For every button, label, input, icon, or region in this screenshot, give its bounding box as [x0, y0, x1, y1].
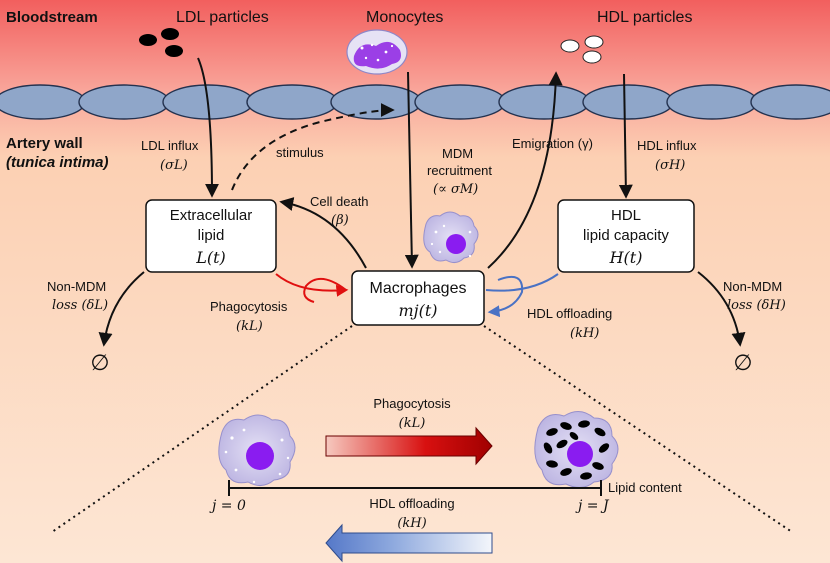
zoom-line-left [51, 325, 353, 533]
inset-phagocytosis-arrow [325, 426, 493, 466]
hdl-influx-label: HDL influx [637, 138, 697, 153]
inset-phagocytosis-symbol: (kL) [399, 416, 426, 431]
hdl-capacity-box [557, 199, 695, 273]
inset-hdl-offloading-symbol: (kH) [397, 516, 426, 531]
hdl-influx-symbol: (σH) [655, 158, 685, 173]
tunica-intima-label: (tunica intima) [6, 154, 109, 171]
ldl-particles-label: LDL particles [176, 9, 269, 26]
empty-set-right: ∅ [733, 350, 752, 375]
macrophages-box-line1: Macrophages [370, 280, 467, 297]
hdl-offloading-arrow [487, 276, 524, 318]
hdl-particles-icon [560, 35, 604, 64]
non-mdm-loss-h-arrow [697, 271, 746, 347]
inset-phagocytosis-label: Phagocytosis [373, 396, 451, 411]
phagocytosis-label: Phagocytosis [210, 299, 288, 314]
macrophages-box [351, 270, 485, 326]
hdl-influx-arrow [618, 73, 633, 199]
mdm-recruitment-symbol: (∝ σM) [433, 182, 478, 197]
non-mdm-h-label: Non-MDM [723, 279, 782, 294]
hdl-offloading-symbol: (kH) [570, 326, 599, 341]
endothelial-layer [0, 84, 830, 120]
cell-death-symbol: (β) [331, 213, 349, 228]
ldl-particles-icon [139, 28, 183, 57]
non-mdm-l-label: Non-MDM [47, 279, 106, 294]
inset-hdl-offloading-label: HDL offloading [369, 496, 454, 511]
hdl-box-line1: HDL [611, 207, 641, 224]
recruited-macrophage-icon [423, 211, 479, 264]
bloodstream-label: Bloodstream [6, 9, 98, 26]
ldl-influx-label: LDL influx [141, 138, 199, 153]
hdl-particles-label: HDL particles [597, 9, 692, 26]
recruitment-label: recruitment [427, 163, 492, 178]
emigration-label: Emigration (γ) [512, 136, 593, 151]
hdl-offloading-label: HDL offloading [527, 306, 612, 321]
lipid-content-label: Lipid content [608, 480, 682, 495]
j-max-label: j = J [575, 498, 610, 514]
ldl-influx-arrow [197, 57, 219, 198]
non-mdm-loss-l-arrow [98, 271, 145, 347]
stimulus-arrow [231, 103, 395, 191]
extracellular-lipid-box [145, 199, 277, 273]
lipid-laden-macrophage-icon [534, 411, 619, 488]
empty-macrophage-icon [218, 414, 296, 486]
ldl-influx-symbol: (σL) [160, 158, 188, 173]
lipid-box-line2: lipid [198, 227, 225, 244]
mdm-label: MDM [442, 146, 473, 161]
j-zero-label: j = 0 [209, 498, 246, 514]
lipid-box-line1: Extracellular [170, 207, 253, 224]
empty-set-left: ∅ [90, 350, 109, 375]
macrophages-box-symbol: mj(t) [398, 301, 437, 320]
phagocytosis-loop [303, 278, 347, 303]
hdl-box-symbol: H(t) [609, 248, 643, 267]
stimulus-label: stimulus [276, 145, 324, 160]
phagocytosis-symbol: (kL) [236, 319, 263, 334]
zoom-line-right [483, 325, 793, 533]
lipid-box-symbol: L(t) [195, 248, 226, 267]
inset-hdl-offloading-arrow [325, 523, 493, 563]
monocytes-label: Monocytes [366, 9, 443, 26]
cell-death-label: Cell death [310, 194, 369, 209]
emigration-arrow [487, 71, 563, 269]
cell-death-arrow [279, 197, 367, 269]
hdl-offloading-curve [485, 273, 559, 292]
non-mdm-l-symbol: loss (δL) [52, 298, 108, 313]
mdm-recruitment-arrow [404, 71, 419, 269]
monocyte-icon [346, 29, 408, 75]
hdl-box-line2: lipid capacity [583, 227, 669, 244]
artery-wall-label: Artery wall [6, 135, 83, 152]
non-mdm-h-symbol: loss (δH) [727, 298, 786, 313]
